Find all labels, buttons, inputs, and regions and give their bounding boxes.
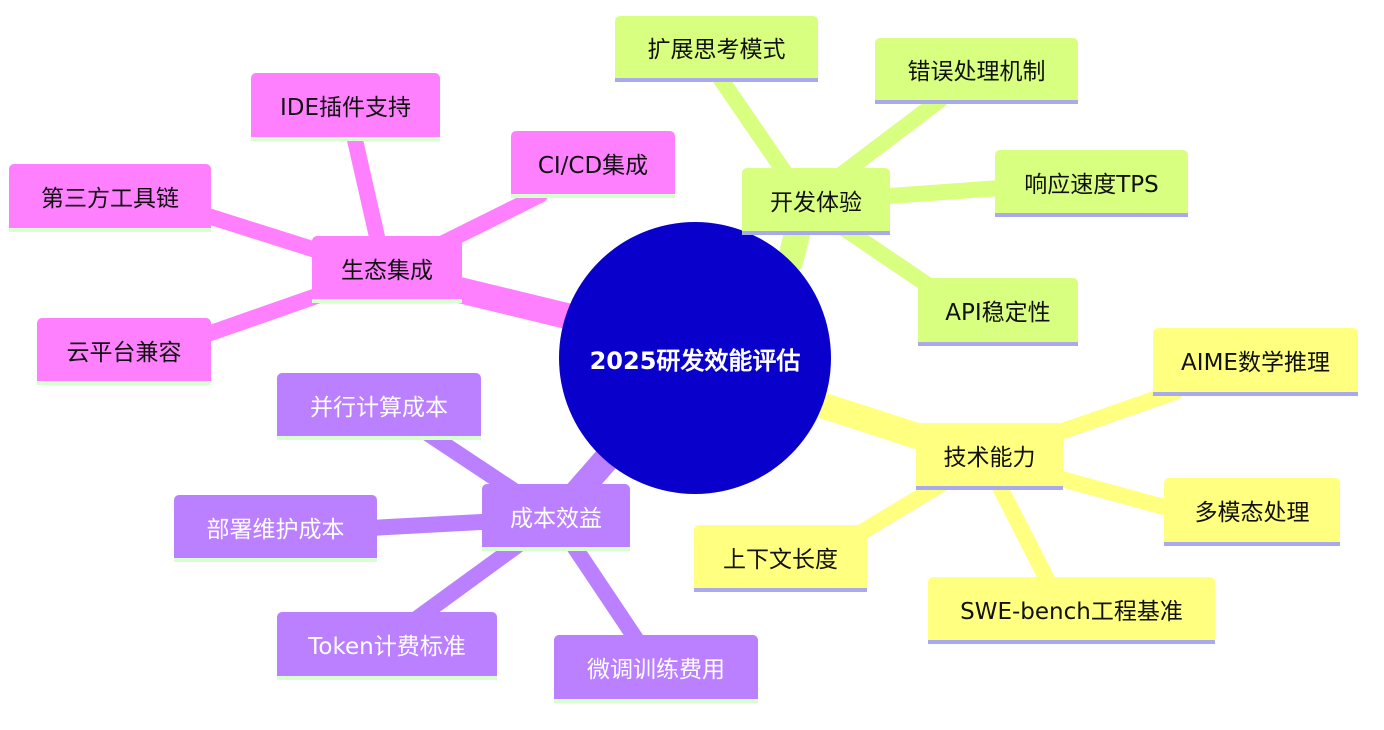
node-context-length[interactable]: 上下文长度 xyxy=(694,525,867,592)
node-aime-math[interactable]: AIME数学推理 xyxy=(1153,328,1358,396)
node-parallel-cost[interactable]: 并行计算成本 xyxy=(277,373,481,440)
node-cloud-compat[interactable]: 云平台兼容 xyxy=(37,318,211,385)
node-api-stability[interactable]: API稳定性 xyxy=(918,278,1078,346)
node-token-billing[interactable]: Token计费标准 xyxy=(277,612,497,680)
node-third-party-tools[interactable]: 第三方工具链 xyxy=(9,164,211,232)
branch-cost-benefit[interactable]: 成本效益 xyxy=(482,484,630,551)
center-node[interactable]: 2025研发效能评估 xyxy=(559,222,831,494)
branch-ecosystem[interactable]: 生态集成 xyxy=(312,236,462,303)
branch-dev-experience[interactable]: 开发体验 xyxy=(742,168,890,235)
node-finetune-cost[interactable]: 微调训练费用 xyxy=(554,635,758,703)
node-cicd[interactable]: CI/CD集成 xyxy=(511,131,675,198)
node-deploy-maintenance[interactable]: 部署维护成本 xyxy=(174,495,377,562)
node-ide-plugin[interactable]: IDE插件支持 xyxy=(251,73,440,141)
node-response-tps[interactable]: 响应速度TPS xyxy=(995,150,1188,217)
node-multimodal[interactable]: 多模态处理 xyxy=(1164,478,1340,546)
node-swe-bench[interactable]: SWE-bench工程基准 xyxy=(928,577,1215,644)
branch-tech-capability[interactable]: 技术能力 xyxy=(916,423,1063,490)
node-error-handling[interactable]: 错误处理机制 xyxy=(875,38,1078,104)
node-extended-thinking[interactable]: 扩展思考模式 xyxy=(615,16,818,82)
